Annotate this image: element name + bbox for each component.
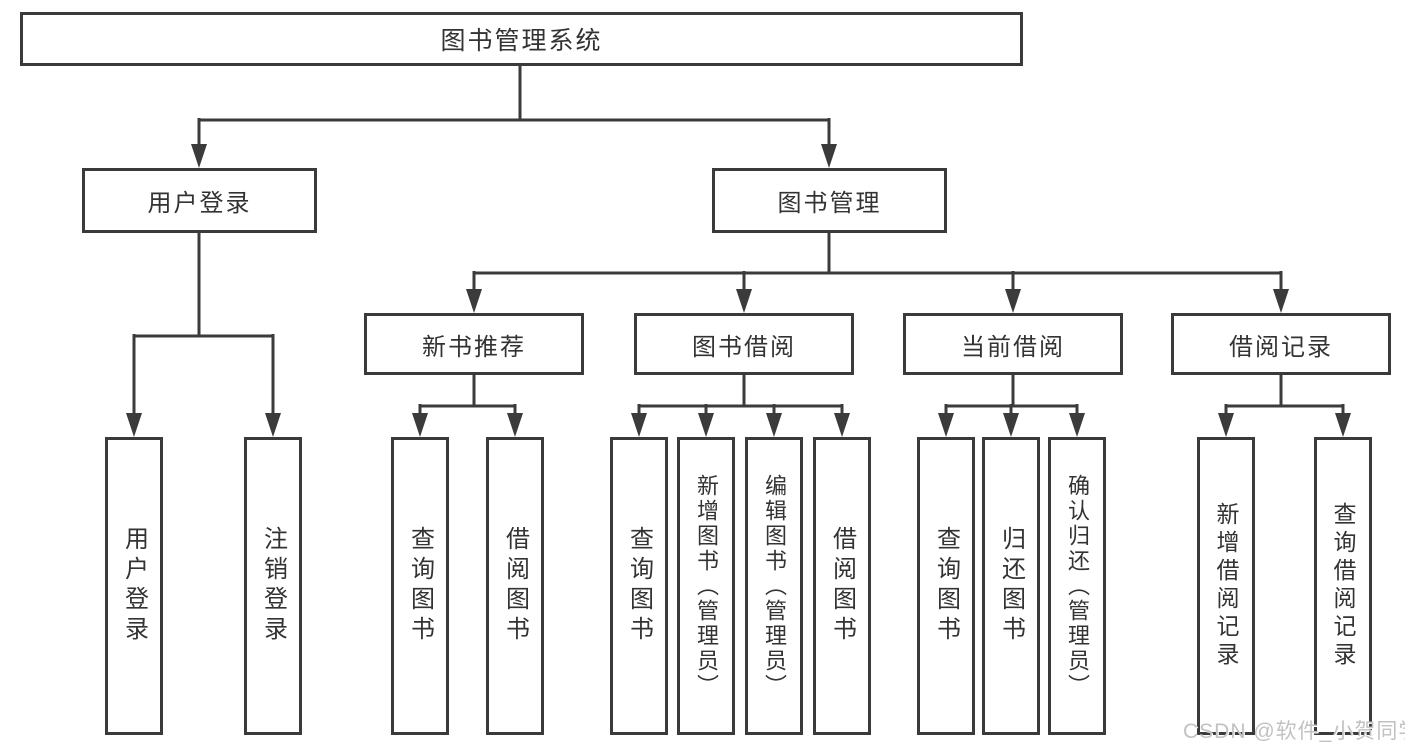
node-label: 查询借阅记录 xyxy=(1330,502,1356,670)
node-label: 新增图书（管理员） xyxy=(694,473,719,699)
node-label: 查询图书 xyxy=(932,526,960,646)
node-label: 新书推荐 xyxy=(422,333,526,361)
node-user-login: 用户登录 xyxy=(82,168,317,233)
leaf-add-book-admin: 新增图书（管理员） xyxy=(677,437,735,735)
node-label: 查询图书 xyxy=(625,526,653,646)
node-current-borrow: 当前借阅 xyxy=(903,313,1123,375)
node-label: 当前借阅 xyxy=(961,333,1065,361)
node-book-borrow: 图书借阅 xyxy=(634,313,854,375)
leaf-borrow-book-recommend: 借阅图书 xyxy=(486,437,544,735)
node-borrow-records: 借阅记录 xyxy=(1171,313,1391,375)
leaf-borrow-book: 借阅图书 xyxy=(813,437,871,735)
node-label: 图书借阅 xyxy=(692,333,796,361)
node-label: 图书管理 xyxy=(777,190,882,217)
node-label: 用户登录 xyxy=(120,526,148,646)
leaf-add-borrow-record: 新增借阅记录 xyxy=(1197,437,1255,735)
node-label: 用户登录 xyxy=(147,190,252,217)
leaf-query-book-borrow: 查询图书 xyxy=(610,437,668,735)
leaf-user-login: 用户登录 xyxy=(105,437,163,735)
node-new-book-recommend: 新书推荐 xyxy=(364,313,584,375)
node-label: 归还图书 xyxy=(997,526,1025,646)
node-label: 图书管理系统 xyxy=(440,27,603,55)
node-label: 确认归还（管理员） xyxy=(1065,473,1090,699)
leaf-query-book-current: 查询图书 xyxy=(917,437,975,735)
leaf-edit-book-admin: 编辑图书（管理员） xyxy=(745,437,803,735)
node-label: 注销登录 xyxy=(259,526,287,646)
leaf-query-borrow-record: 查询借阅记录 xyxy=(1314,437,1372,735)
leaf-logout: 注销登录 xyxy=(244,437,302,735)
node-label: 借阅记录 xyxy=(1229,333,1333,361)
csdn-watermark: CSDN @软件_小贺同学 xyxy=(1183,720,1405,743)
leaf-return-book: 归还图书 xyxy=(982,437,1040,735)
node-book-management: 图书管理 xyxy=(712,168,947,233)
node-label: 编辑图书（管理员） xyxy=(762,473,787,699)
arrowhead-icons xyxy=(126,144,1351,437)
node-label: 借阅图书 xyxy=(501,526,529,646)
node-label: 新增借阅记录 xyxy=(1213,502,1239,670)
node-library-management-system: 图书管理系统 xyxy=(20,12,1023,66)
node-label: 查询图书 xyxy=(406,526,434,646)
node-label: 借阅图书 xyxy=(828,526,856,646)
leaf-query-book-recommend: 查询图书 xyxy=(391,437,449,735)
leaf-confirm-return-admin: 确认归还（管理员） xyxy=(1048,437,1106,735)
